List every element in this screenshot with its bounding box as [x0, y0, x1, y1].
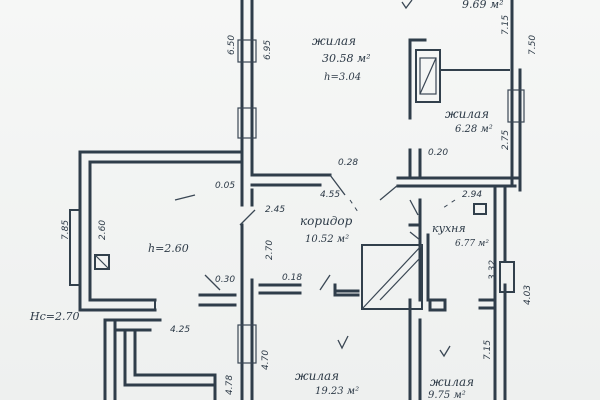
wall-upper-bottom-right [396, 176, 522, 188]
dimension-labels: 6.95 6.50 7.15 7.50 2.75 0.28 0.20 4.55 … [61, 15, 538, 395]
wall-left-bottom [78, 298, 157, 312]
living-large-height: h=3.04 [324, 72, 361, 83]
outside-height: Hc=2.70 [29, 310, 79, 323]
dim-650: 6.50 [227, 35, 237, 55]
wall-kitchen-top [408, 198, 422, 227]
dim-245: 2.45 [265, 205, 285, 215]
living-small-area: 6.28 м² [455, 124, 493, 135]
fixtures [94, 57, 487, 310]
wall-porch-top [103, 318, 162, 332]
dim-028: 0.28 [338, 158, 358, 168]
wall-porch-left [103, 318, 117, 400]
dim-260: 2.60 [98, 220, 108, 240]
dim-470: 4.70 [261, 350, 271, 370]
kitchen-sink [473, 203, 487, 215]
check-mark-lower [337, 335, 349, 350]
wall-kitchen-right [493, 184, 507, 400]
bottom-right-name: жилая [430, 375, 474, 389]
dim-294: 2.94 [462, 190, 482, 200]
dim-020: 0.20 [428, 148, 448, 158]
window-kitchen [499, 261, 515, 293]
bottom-right-area: 9.75 м² [428, 390, 466, 400]
living-large-area: 30.58 м² [322, 52, 371, 65]
wall-lower-mid [408, 298, 422, 400]
left-fireplace-mark [94, 254, 110, 270]
wall-porch-inner [123, 328, 137, 387]
stove-inner [419, 57, 437, 95]
walls [69, 0, 525, 400]
dim-275: 2.75 [501, 130, 511, 150]
dim-332: 3.32 [488, 260, 498, 280]
bottom-middle-name: жилая [295, 369, 339, 383]
wall-lower-stub [258, 283, 302, 295]
wall-porch-bottom [123, 373, 217, 387]
kitchen-stove [361, 244, 423, 310]
check-mark-lower-right [439, 345, 451, 358]
door-upper-right [379, 184, 399, 201]
door-left-room [174, 194, 196, 201]
dim-455: 4.55 [320, 190, 340, 200]
living-large-name: жилая [312, 34, 356, 48]
dim-695: 6.95 [263, 40, 273, 60]
corridor-name: коридор [300, 214, 353, 228]
door-center [239, 209, 256, 226]
door-lower-center [319, 274, 331, 291]
stove [415, 49, 441, 103]
door-lower-left [204, 274, 221, 291]
window-top-left [237, 39, 257, 63]
window-lower-left [237, 324, 257, 364]
door-upper-left [329, 174, 346, 196]
room-labels: 9.69 м² жилая 30.58 м² h=3.04 жилая 6.28… [29, 0, 504, 400]
door-kitchen [409, 231, 421, 241]
kitchen-name: кухня [432, 222, 466, 235]
window-left [69, 209, 81, 286]
kitchen-area: 6.77 м² [455, 239, 489, 249]
top-right-area: 9.69 м² [462, 0, 504, 11]
bottom-middle-area: 19.23 м² [315, 386, 359, 397]
corridor-area: 10.52 м² [305, 234, 349, 245]
wall-stove-side [408, 38, 427, 120]
wall-partition-stub [408, 148, 422, 180]
check-marks [337, 0, 451, 358]
dim-715-lower: 7.15 [483, 340, 493, 360]
wall-upper-bottom-left [250, 173, 332, 187]
door-kitchen-top [409, 199, 419, 216]
stove-diagonal [419, 57, 437, 95]
wall-lower-vertical [240, 268, 254, 400]
dashed-kitchen [439, 199, 456, 211]
dim-425: 4.25 [170, 325, 190, 335]
window-right [507, 89, 525, 123]
dim-785-left: 7.85 [61, 220, 71, 240]
dashed-corridor [349, 199, 361, 216]
dim-270: 2.70 [265, 240, 275, 260]
living-small-name: жилая [445, 107, 489, 121]
left-fireplace [94, 254, 110, 270]
wall-lower-left-stub [198, 293, 237, 307]
wall-kitchen-left [333, 283, 360, 297]
wall-kitchen-stub [478, 298, 497, 310]
dim-478: 4.78 [225, 375, 235, 395]
doors [174, 174, 456, 291]
dim-715: 7.15 [501, 15, 511, 35]
wall-left-top [78, 150, 244, 164]
dim-018: 0.18 [282, 273, 302, 283]
dim-403: 4.03 [523, 285, 533, 305]
dim-750: 7.50 [528, 35, 538, 55]
left-room-height: h=2.60 [148, 242, 189, 255]
dim-030: 0.30 [215, 275, 235, 285]
check-mark-top [401, 0, 413, 10]
wall-small-block [428, 298, 447, 312]
kitchen-stove-diagonal [361, 244, 423, 310]
dim-005: 0.05 [215, 181, 235, 191]
window-mid-left [237, 107, 257, 139]
wall-left-outer [78, 150, 92, 312]
